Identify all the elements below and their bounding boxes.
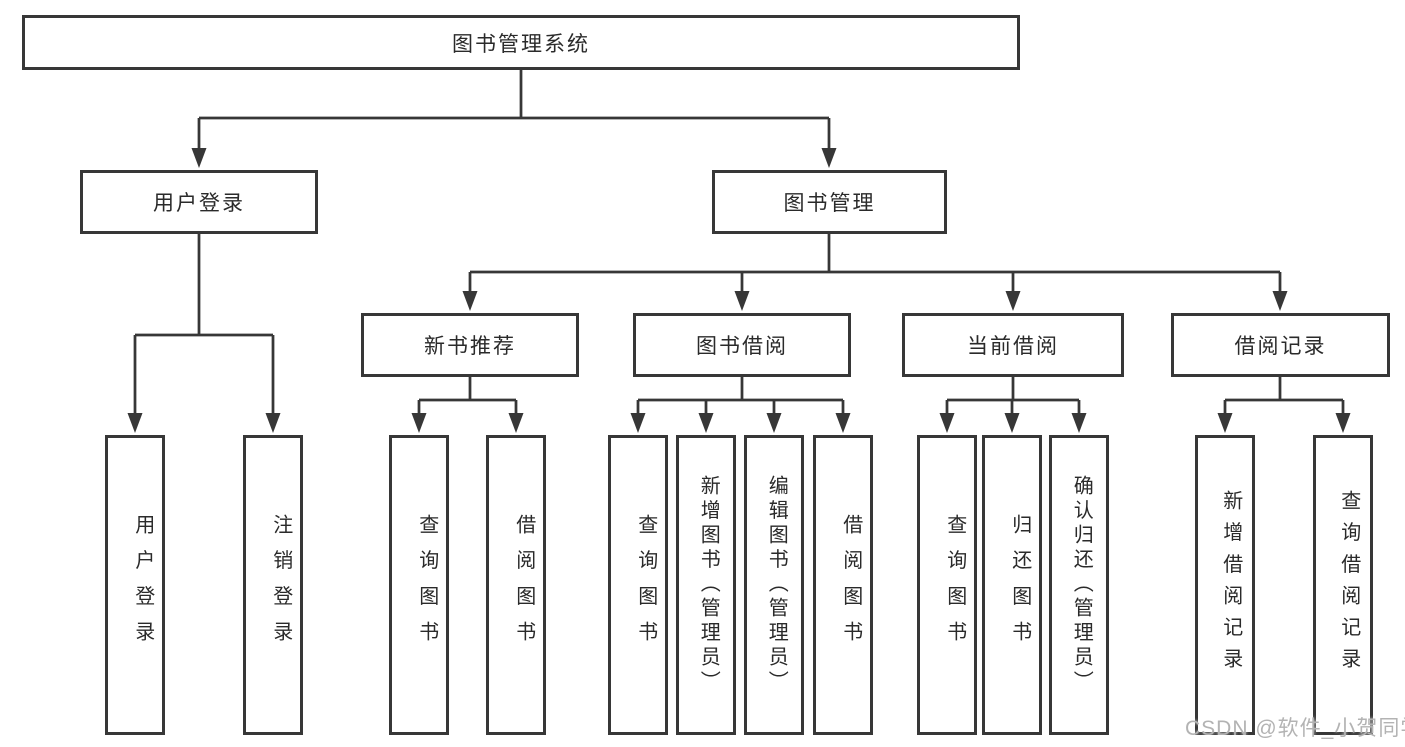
node-user-login-label: 用户登录: [153, 192, 245, 215]
arrowhead: [766, 413, 782, 433]
arrowhead: [127, 413, 143, 433]
arrowhead: [698, 413, 714, 433]
node-leaf-cb-return-books-label: 归还图书: [1008, 513, 1031, 657]
node-new-book-recommend-label: 新书推荐: [424, 335, 516, 358]
node-root: 图书管理系统: [22, 15, 1020, 70]
node-leaf-cb-query-books: 查询图书: [917, 435, 977, 735]
arrowhead: [508, 413, 524, 433]
connector-book-management-to-level3: [462, 234, 1288, 311]
node-leaf-bb-query-books-label: 查询图书: [634, 513, 657, 657]
arrowhead: [939, 413, 955, 433]
node-leaf-cb-confirm-return-label: 确认归还（管理员）: [1070, 475, 1093, 695]
node-leaf-bb-edit-books: 编辑图书（管理员）: [744, 435, 804, 735]
node-leaf-bb-add-books-label: 新增图书（管理员）: [697, 475, 720, 695]
node-book-borrow-label: 图书借阅: [696, 335, 788, 358]
node-leaf-user-login: 用户登录: [105, 435, 165, 735]
connector-current-borrow-to-leaves: [939, 377, 1087, 433]
node-root-label: 图书管理系统: [452, 32, 590, 56]
node-leaf-br-query-record-label: 查询借阅记录: [1337, 490, 1360, 680]
arrowhead: [265, 413, 281, 433]
node-user-login: 用户登录: [80, 170, 318, 234]
csdn-watermark: CSDN @软件_小贺同学: [1185, 717, 1405, 740]
node-leaf-br-add-record: 新增借阅记录: [1195, 435, 1255, 735]
node-current-borrow: 当前借阅: [902, 313, 1124, 377]
connector-book-borrow-to-leaves: [630, 377, 851, 433]
node-leaf-user-login-label: 用户登录: [131, 513, 154, 657]
arrowhead: [1217, 413, 1233, 433]
node-new-book-recommend: 新书推荐: [361, 313, 579, 377]
node-borrow-records-label: 借阅记录: [1234, 335, 1327, 358]
node-leaf-cb-query-books-label: 查询图书: [943, 513, 966, 657]
arrowhead: [1004, 413, 1020, 433]
node-book-management-label: 图书管理: [783, 192, 876, 215]
arrowhead: [1272, 291, 1288, 311]
node-leaf-logout: 注销登录: [243, 435, 303, 735]
node-borrow-records: 借阅记录: [1171, 313, 1390, 377]
node-leaf-bb-add-books: 新增图书（管理员）: [676, 435, 736, 735]
arrowhead: [630, 413, 646, 433]
node-leaf-bb-borrow-books: 借阅图书: [813, 435, 873, 735]
node-leaf-nb-borrow-books: 借阅图书: [486, 435, 546, 735]
node-book-management: 图书管理: [712, 170, 947, 234]
arrowhead: [191, 148, 207, 168]
node-leaf-nb-borrow-books-label: 借阅图书: [512, 513, 535, 657]
node-leaf-nb-query-books: 查询图书: [389, 435, 449, 735]
node-leaf-bb-edit-books-label: 编辑图书（管理员）: [765, 475, 788, 695]
connector-root-to-level2: [191, 70, 837, 168]
node-current-borrow-label: 当前借阅: [967, 335, 1059, 358]
node-leaf-bb-query-books: 查询图书: [608, 435, 668, 735]
node-leaf-cb-return-books: 归还图书: [982, 435, 1042, 735]
arrowhead: [1005, 291, 1021, 311]
arrowhead: [1071, 413, 1087, 433]
connector-user-login-to-leaves: [127, 234, 281, 433]
connector-new-books-to-leaves: [411, 377, 524, 433]
node-leaf-br-add-record-label: 新增借阅记录: [1219, 490, 1242, 680]
arrowhead: [835, 413, 851, 433]
node-leaf-cb-confirm-return: 确认归还（管理员）: [1049, 435, 1109, 735]
node-leaf-nb-query-books-label: 查询图书: [415, 513, 438, 657]
node-leaf-br-query-record: 查询借阅记录: [1313, 435, 1373, 735]
node-leaf-logout-label: 注销登录: [269, 513, 292, 657]
connector-borrow-records-to-leaves: [1217, 377, 1351, 433]
node-leaf-bb-borrow-books-label: 借阅图书: [839, 513, 862, 657]
arrowhead: [462, 291, 478, 311]
arrowhead: [1335, 413, 1351, 433]
arrowhead: [734, 291, 750, 311]
arrowhead: [821, 148, 837, 168]
arrowhead: [411, 413, 427, 433]
node-book-borrow: 图书借阅: [633, 313, 851, 377]
